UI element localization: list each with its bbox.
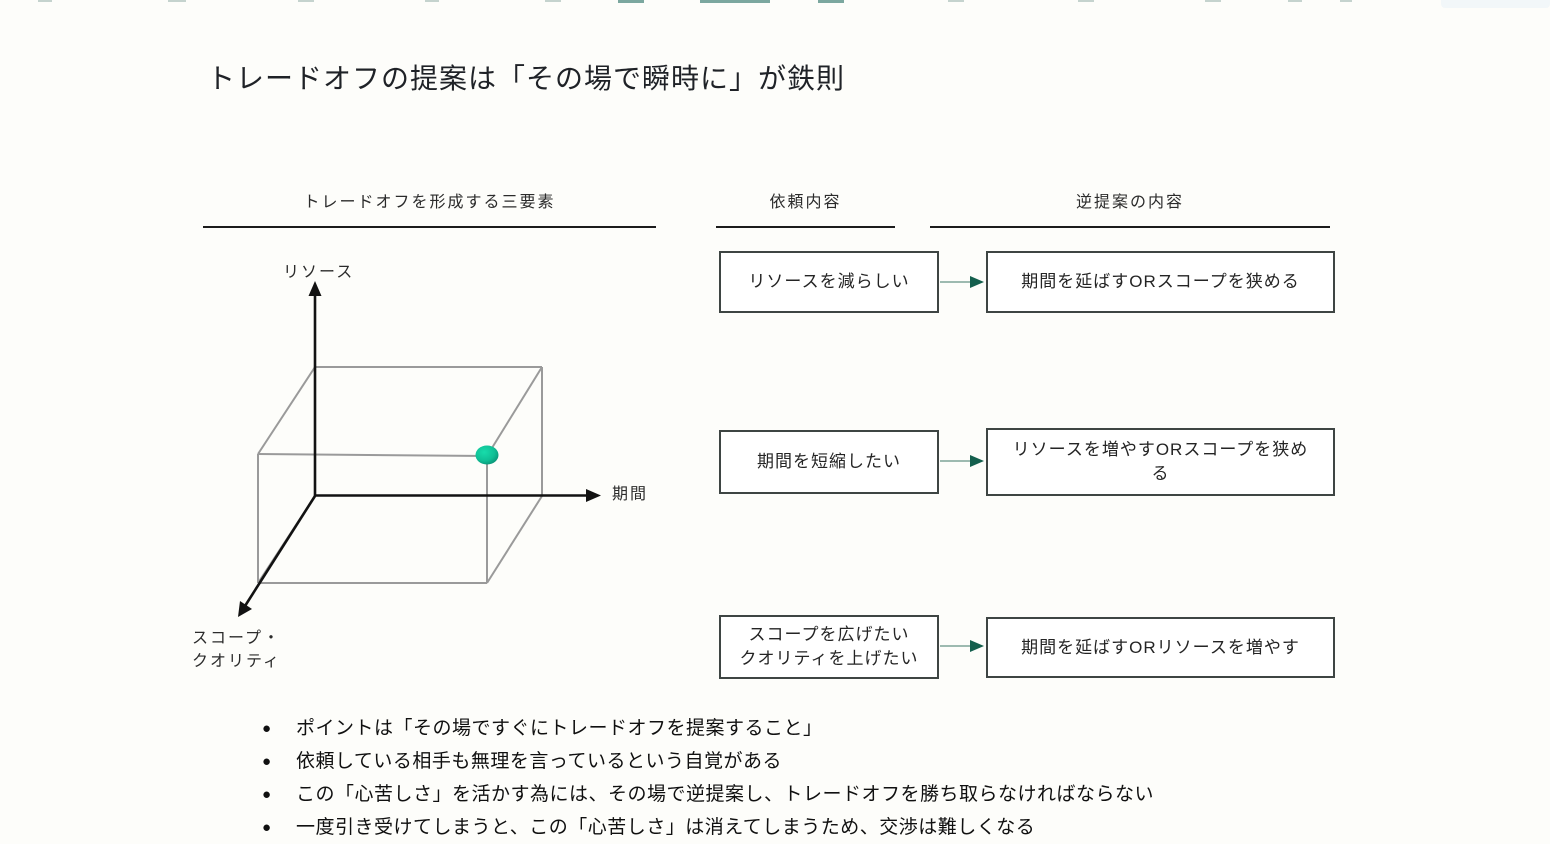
axis-label-scope-quality: スコープ・ クオリティ xyxy=(192,627,281,673)
axis-label-resource: リソース xyxy=(283,264,355,281)
request-box-2: 期間を短縮したい xyxy=(719,430,939,494)
top-edge-dash xyxy=(425,0,439,2)
tradeoff-point-dot xyxy=(475,445,499,465)
request-box-3-line2: クオリティを上げたい xyxy=(739,649,919,668)
axis-label-scope-line1: スコープ・ xyxy=(192,630,282,647)
top-edge-dash xyxy=(168,0,186,2)
request-box-1-text: リソースを減らしい xyxy=(748,272,910,291)
bullet-icon: ● xyxy=(262,786,272,803)
header-counter-proposal: 逆提案の内容 xyxy=(1075,194,1184,211)
list-item: ● この「心苦しさ」を活かす為には、その場で逆提案し、トレードオフを勝ち取らなけ… xyxy=(262,782,1412,808)
bullet-text: 依頼している相手も無理を言っているという自覚がある xyxy=(296,751,782,772)
list-item: ● ポイントは「その場ですぐにトレードオフを提案すること」 xyxy=(262,716,1412,742)
top-edge-dash xyxy=(818,0,844,3)
list-item: ● 一度引き受けてしまうと、この「心苦しさ」は消えてしまうため、交渉は難しくなる xyxy=(262,815,1412,841)
request-box-1: リソースを減らしい xyxy=(719,251,939,313)
request-box-3-line1: スコープを広げたい xyxy=(748,625,910,644)
top-edge-dash xyxy=(700,0,770,3)
key-points-list: ● ポイントは「その場ですぐにトレードオフを提案すること」 ● 依頼している相手… xyxy=(262,716,1412,844)
slide-title: トレードオフの提案は「その場で瞬時に」が鉄則 xyxy=(207,63,846,94)
header-underline xyxy=(203,226,656,228)
cube-edges xyxy=(257,366,543,584)
header-underline xyxy=(716,226,895,228)
request-box-2-text: 期間を短縮したい xyxy=(757,452,901,471)
top-edge-dash xyxy=(1205,0,1221,2)
axis-label-scope-line2: クオリティ xyxy=(192,653,282,670)
bullet-icon: ● xyxy=(262,819,272,836)
header-request: 依頼内容 xyxy=(769,194,842,211)
top-edge-dash xyxy=(545,0,561,2)
bullet-icon: ● xyxy=(262,720,272,737)
counter-box-3-text: 期間を延ばすORリソースを増やす xyxy=(1021,637,1300,657)
counter-box-1-text: 期間を延ばすORスコープを狭める xyxy=(1021,272,1300,291)
top-edge-dash xyxy=(948,0,964,2)
top-edge-dash xyxy=(1340,0,1352,2)
header-three-factors: トレードオフを形成する三要素 xyxy=(303,194,556,211)
bullet-text: この「心苦しさ」を活かす為には、その場で逆提案し、トレードオフを勝ち取らなければ… xyxy=(296,784,1155,805)
top-edge-dash xyxy=(38,0,52,2)
counter-box-3: 期間を延ばすORリソースを増やす xyxy=(986,617,1335,678)
bullet-icon: ● xyxy=(262,753,272,770)
counter-box-2: リソースを増やすORスコープを狭め る xyxy=(986,428,1335,496)
bullet-text: ポイントは「その場ですぐにトレードオフを提案すること」 xyxy=(296,718,823,739)
top-edge-dash xyxy=(1078,0,1094,2)
header-underline xyxy=(930,226,1330,228)
cropped-tab-ghost xyxy=(1441,0,1550,8)
flow-arrows xyxy=(940,276,984,652)
counter-box-1: 期間を延ばすORスコープを狭める xyxy=(986,251,1335,313)
axis-label-duration: 期間 xyxy=(612,486,649,503)
request-box-3: スコープを広げたい クオリティを上げたい xyxy=(719,615,939,679)
cube-axes xyxy=(238,281,601,617)
top-edge-dash xyxy=(298,0,314,2)
bullet-text: 一度引き受けてしまうと、この「心苦しさ」は消えてしまうため、交渉は難しくなる xyxy=(296,817,1036,838)
counter-box-2-line1: リソースを増やすORスコープを狭め xyxy=(1012,440,1309,459)
counter-box-2-line2: る xyxy=(1151,464,1170,483)
top-edge-dash xyxy=(1288,0,1302,2)
list-item: ● 依頼している相手も無理を言っているという自覚がある xyxy=(262,749,1412,775)
top-edge-dash xyxy=(618,0,644,3)
